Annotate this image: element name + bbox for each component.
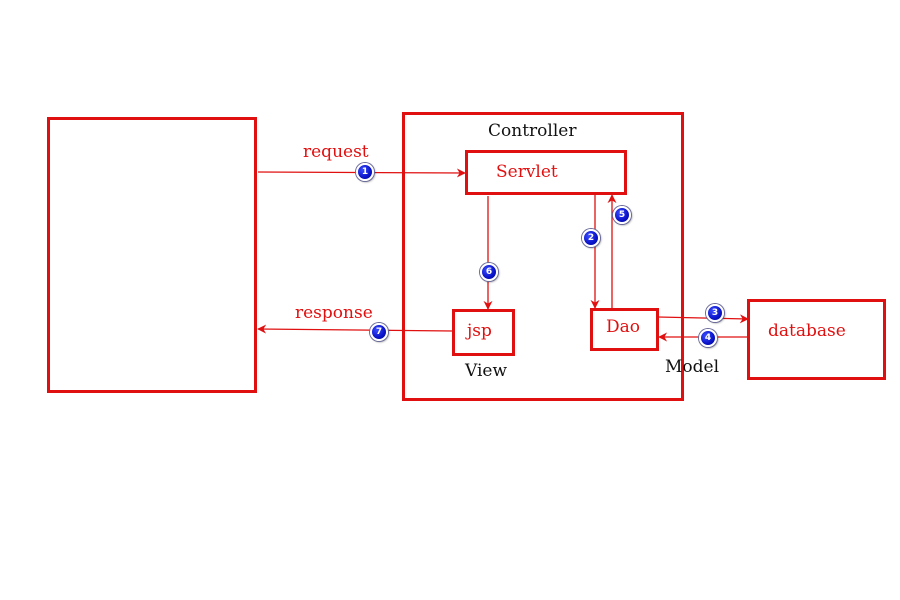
- step-2-badge: 2: [582, 229, 600, 247]
- step-6-badge: 6: [480, 263, 498, 281]
- step-1-badge: 1: [356, 163, 374, 181]
- jsp-box: [452, 309, 515, 356]
- view-caption: View: [465, 361, 508, 381]
- controller-label: Controller: [488, 121, 577, 141]
- response-label: response: [295, 303, 373, 323]
- servlet-box: [465, 150, 627, 195]
- step-5-badge: 5: [613, 206, 631, 224]
- model-caption: Model: [665, 357, 720, 377]
- dao-box: [590, 308, 659, 351]
- database-label: database: [768, 321, 846, 341]
- dao-label: Dao: [606, 317, 640, 337]
- servlet-label: Servlet: [496, 162, 558, 182]
- controller-box: [402, 112, 684, 401]
- client-box: [47, 117, 257, 393]
- arrow-response: [257, 324, 454, 334]
- jsp-label: jsp: [467, 321, 492, 341]
- step-7-badge: 7: [370, 323, 388, 341]
- step-3-badge: 3: [706, 304, 724, 322]
- arrow-dao-to-database: [657, 314, 749, 324]
- request-label: request: [303, 142, 369, 162]
- database-box: [747, 299, 886, 380]
- step-4-badge: 4: [699, 329, 717, 347]
